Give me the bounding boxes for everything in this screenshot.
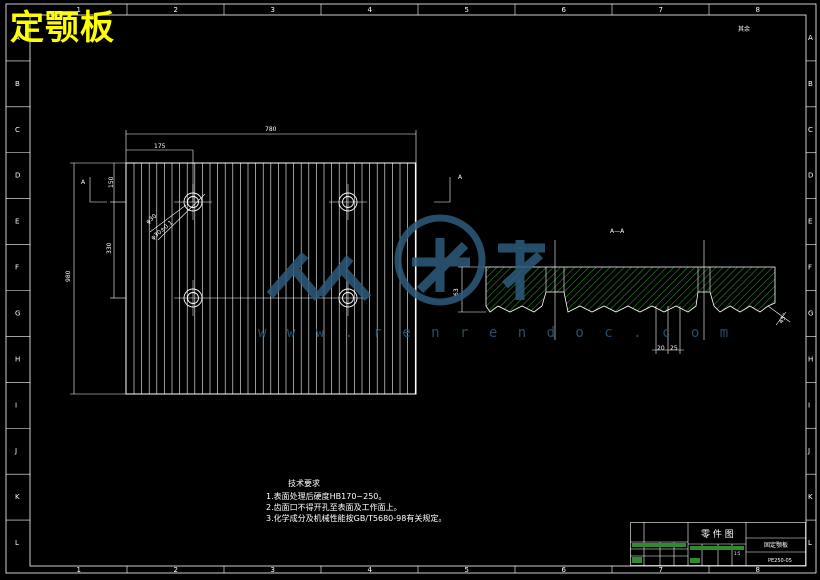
zone-row-label: E	[15, 218, 19, 226]
zone-row-label: K	[808, 493, 813, 501]
zone-col-label: 3	[271, 6, 275, 14]
section-label: A—A	[610, 228, 625, 235]
zone-row-label: B	[808, 80, 813, 88]
zone-col-label: 6	[562, 6, 567, 14]
zone-row-label: F	[808, 264, 812, 272]
dim-chamfer: 45°	[778, 312, 789, 325]
dim-vertical-mid: 330	[106, 242, 113, 254]
zone-col-label: 3	[271, 566, 275, 574]
zone-col-label: 8	[756, 6, 760, 14]
zone-row-label: L	[808, 539, 812, 547]
zone-ticks	[6, 4, 816, 573]
tech-note-item: 2.齿面口不得开孔至表面及工作面上。	[266, 503, 402, 512]
dim-vertical-total: 980	[65, 270, 72, 282]
zone-col-label: 7	[659, 6, 663, 14]
plate-ribs	[133, 163, 416, 394]
title-block-type: 零 件 图	[701, 528, 734, 540]
zone-col-label: 1	[77, 566, 81, 574]
zone-row-label: L	[15, 539, 19, 547]
mounting-hole	[338, 192, 358, 212]
mounting-hole	[338, 288, 358, 308]
watermark-logo	[266, 214, 545, 306]
dim-top-width: 780	[265, 126, 277, 133]
zone-row-label: I	[15, 401, 17, 409]
zone-col-label: 4	[368, 566, 373, 574]
zone-row-label: A	[808, 34, 813, 42]
dim-groove-b: 25	[670, 345, 678, 352]
watermark-person-icon	[266, 252, 322, 301]
front-dimensions	[70, 130, 451, 395]
zone-row-label: F	[15, 264, 19, 272]
zone-row-label: K	[15, 493, 20, 501]
front-dimension-text: 780 175 980 150 330 φ30 φ30±0.1 A A	[65, 126, 463, 282]
section-hatch	[485, 266, 776, 313]
zone-row-label: C	[15, 126, 20, 134]
title-block-scale: 1:5	[734, 551, 741, 556]
tech-note-item: 1.表面处理后硬度HB170~250。	[266, 492, 387, 501]
zone-col-label: 5	[465, 566, 469, 574]
zone-row-label: I	[808, 401, 810, 409]
watermark-url: w w w . r e n r e n d o c . c o m	[258, 325, 735, 341]
zone-row-label: G	[15, 309, 20, 317]
dim-hole-diameter: φ30	[145, 213, 159, 226]
dim-vertical-top: 150	[108, 176, 115, 188]
title-block-drawing-no: PE250-05	[768, 558, 792, 564]
corner-note: 其余	[738, 25, 750, 33]
dim-left-offset: 175	[154, 143, 166, 150]
mounting-hole	[183, 288, 203, 308]
zone-row-label: H	[808, 355, 813, 363]
zone-col-label: 2	[174, 6, 178, 14]
zone-col-label: 2	[174, 566, 178, 574]
tech-notes-title: 技术要求	[288, 479, 320, 488]
dim-section-height: 63	[453, 288, 460, 296]
dim-groove-a: 20	[657, 345, 665, 352]
cut-mark-left: A	[81, 179, 86, 186]
title-block-part-name: 固定颚板	[764, 541, 788, 549]
zone-col-label: 1	[77, 6, 81, 14]
zone-col-label: 4	[368, 6, 373, 14]
zone-row-label: D	[808, 172, 813, 180]
title-block: 零 件 图 固定颚板 PE250-05 1:5	[630, 522, 806, 566]
watermark-ring-icon	[394, 214, 486, 306]
zone-col-label: 8	[756, 566, 760, 574]
zone-row-label: H	[15, 355, 20, 363]
zone-row-label: J	[14, 447, 17, 455]
zone-row-label: J	[807, 447, 810, 455]
zone-row-label: A	[15, 34, 20, 42]
zone-col-label: 6	[562, 566, 567, 574]
overlay-title: 定颚板	[10, 8, 115, 48]
zone-row-label: B	[15, 80, 20, 88]
technical-requirements: 技术要求 1.表面处理后硬度HB170~250。 2.齿面口不得开孔至表面及工作…	[266, 478, 446, 524]
cut-mark-right: A	[458, 174, 463, 181]
zone-row-label: G	[808, 309, 813, 317]
zone-col-label: 5	[465, 6, 469, 14]
front-view	[125, 162, 417, 395]
zone-col-label: 7	[659, 566, 663, 574]
zone-row-label: C	[808, 126, 813, 134]
zone-row-label: E	[808, 218, 812, 226]
section-view: A—A 63 20 25 45°	[453, 228, 791, 354]
zone-row-label: D	[15, 172, 20, 180]
tech-note-item: 3.化学成分及机械性能按GB/T5680-98有关规定。	[266, 514, 447, 523]
